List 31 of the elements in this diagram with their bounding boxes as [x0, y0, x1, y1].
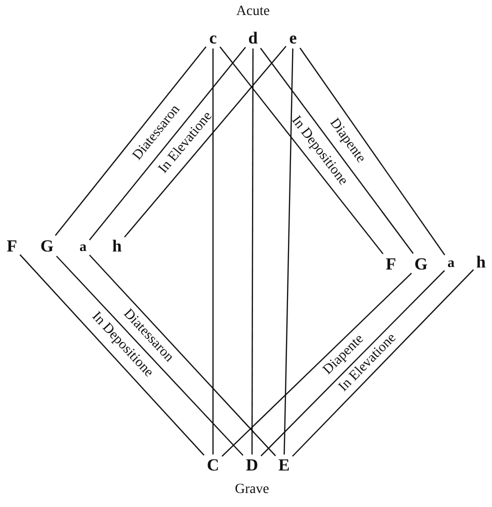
note-letter: E: [277, 456, 291, 474]
connector-line: [89, 46, 246, 240]
note-letter: a: [446, 257, 456, 271]
connector-line: [251, 48, 254, 454]
connector-line: [260, 48, 414, 254]
connector-line: [212, 48, 214, 454]
note-letter: G: [413, 256, 429, 272]
connector-line: [220, 46, 384, 254]
note-letter: F: [6, 238, 18, 254]
note-letter: e: [288, 30, 298, 46]
connector-line: [284, 48, 294, 455]
connector-line: [300, 48, 446, 256]
connector-line: [292, 269, 474, 457]
connector-line: [20, 254, 204, 456]
register-label: Acute: [236, 5, 270, 19]
connector-line: [222, 272, 412, 457]
note-letter: h: [111, 238, 123, 254]
connector-line: [54, 46, 206, 236]
connector-line: [56, 256, 244, 456]
note-letter: h: [475, 254, 487, 270]
connector-line: [89, 254, 276, 456]
note-letter: d: [247, 30, 259, 46]
note-letter: F: [384, 256, 398, 272]
connector-line: [124, 46, 286, 238]
note-letter: c: [208, 30, 218, 46]
connector-line: [260, 270, 445, 456]
note-letter: D: [244, 456, 260, 474]
register-label: Grave: [234, 483, 270, 497]
note-letter: a: [78, 241, 88, 255]
note-letter: C: [206, 456, 220, 474]
note-letter: G: [39, 238, 55, 254]
